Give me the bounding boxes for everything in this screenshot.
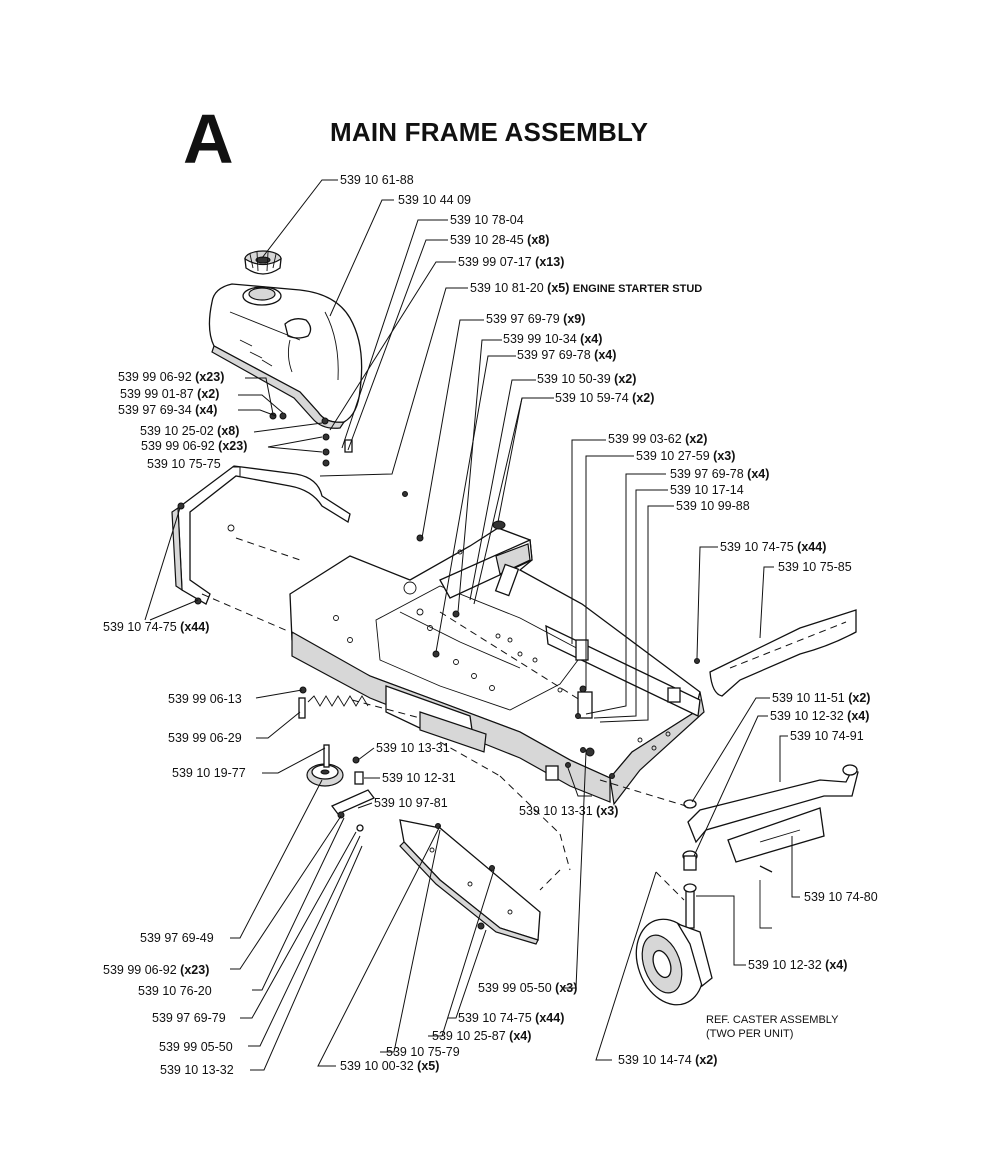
- callout-c25: 539 10 74-75 (x44): [103, 620, 210, 634]
- caster-wheel: [635, 883, 713, 1006]
- callout-c43: 539 10 12-32 (x4): [748, 958, 848, 972]
- callout-c46: 539 10 25-87 (x4): [432, 1029, 532, 1043]
- caster-reference-note: REF. CASTER ASSEMBLY (TWO PER UNIT): [706, 1013, 838, 1041]
- reference-note-line1: REF. CASTER ASSEMBLY: [706, 1014, 839, 1026]
- callout-c41: 539 99 05-50: [159, 1040, 233, 1054]
- callout-c22: 539 10 99-88: [676, 499, 750, 513]
- callout-c08: 539 99 10-34 (x4): [503, 332, 603, 346]
- reference-note-line2: (TWO PER UNIT): [706, 1028, 794, 1040]
- callout-c26: 539 99 06-13: [168, 692, 242, 706]
- side-shield-right: [694, 609, 857, 697]
- fuel-tank: [208, 283, 363, 429]
- callout-c39: 539 10 76-20: [138, 984, 212, 998]
- callout-c31: 539 10 97-81: [374, 796, 448, 810]
- callout-c13: 539 99 01-87 (x2): [120, 387, 220, 401]
- callout-c35: 539 10 74-91: [790, 729, 864, 743]
- callout-c09: 539 97 69-78 (x4): [517, 348, 617, 362]
- callout-c42: 539 10 13-32: [160, 1063, 234, 1077]
- callout-c18: 539 99 03-62 (x2): [608, 432, 708, 446]
- callout-c49: 539 10 14-74 (x2): [618, 1053, 718, 1067]
- callout-c17: 539 10 75-75: [147, 457, 221, 471]
- caster-arm: [682, 764, 859, 929]
- callout-c04: 539 10 28-45 (x8): [450, 233, 550, 247]
- callout-c44: 539 99 05-50 (x3): [478, 981, 578, 995]
- callout-c03: 539 10 78-04: [450, 213, 524, 227]
- callout-c21: 539 10 17-14: [670, 483, 744, 497]
- callout-c07: 539 97 69-79 (x9): [486, 312, 586, 326]
- callout-c23: 539 10 74-75 (x44): [720, 540, 827, 554]
- callout-c33: 539 10 11-51 (x2): [772, 691, 871, 705]
- callout-c28: 539 10 19-77: [172, 766, 246, 780]
- idler-assembly: [298, 686, 376, 832]
- section-letter: A: [183, 100, 234, 178]
- callout-c01: 539 10 61-88: [340, 173, 414, 187]
- callout-c06: 539 10 81-20 (x5) ENGINE STARTER STUD: [470, 281, 703, 295]
- callout-c36: 539 10 74-80: [804, 890, 878, 904]
- callout-c16: 539 99 06-92 (x23): [141, 439, 248, 453]
- callout-c20: 539 97 69-78 (x4): [670, 467, 770, 481]
- callout-c05: 539 99 07-17 (x13): [458, 255, 565, 269]
- callout-c48: 539 10 00-32 (x5): [340, 1059, 440, 1073]
- callout-c40: 539 97 69-79: [152, 1011, 226, 1025]
- callout-c11: 539 10 59-74 (x2): [555, 391, 655, 405]
- callout-c14: 539 97 69-34 (x4): [118, 403, 218, 417]
- callout-c12: 539 99 06-92 (x23): [118, 370, 225, 384]
- callout-c47: 539 10 75-79: [386, 1045, 460, 1059]
- callout-c30: 539 10 12-31: [382, 771, 456, 785]
- leader-lines: [144, 179, 800, 1071]
- callout-c02: 539 10 44 09: [398, 193, 471, 207]
- callout-c29: 539 10 13-31: [376, 741, 450, 755]
- assembly-guide-lines: [201, 537, 687, 901]
- callout-c27: 539 99 06-29: [168, 731, 242, 745]
- callout-c24: 539 10 75-85: [778, 560, 852, 574]
- callout-c15: 539 10 25-02 (x8): [140, 424, 240, 438]
- callout-c32: 539 10 13-31 (x3): [519, 804, 619, 818]
- fuel-cap: [244, 250, 282, 275]
- callout-c37: 539 97 69-49: [140, 931, 214, 945]
- diagram-title: MAIN FRAME ASSEMBLY: [330, 117, 649, 147]
- lower-shield-plate: [399, 819, 541, 945]
- callout-c19: 539 10 27-59 (x3): [636, 449, 736, 463]
- main-frame: [289, 520, 705, 806]
- callout-c45: 539 10 74-75 (x44): [458, 1011, 565, 1025]
- callout-c34: 539 10 12-32 (x4): [770, 709, 870, 723]
- tank-hardware: [269, 412, 408, 497]
- callout-c10: 539 10 50-39 (x2): [537, 372, 637, 386]
- callout-c38: 539 99 06-92 (x23): [103, 963, 210, 977]
